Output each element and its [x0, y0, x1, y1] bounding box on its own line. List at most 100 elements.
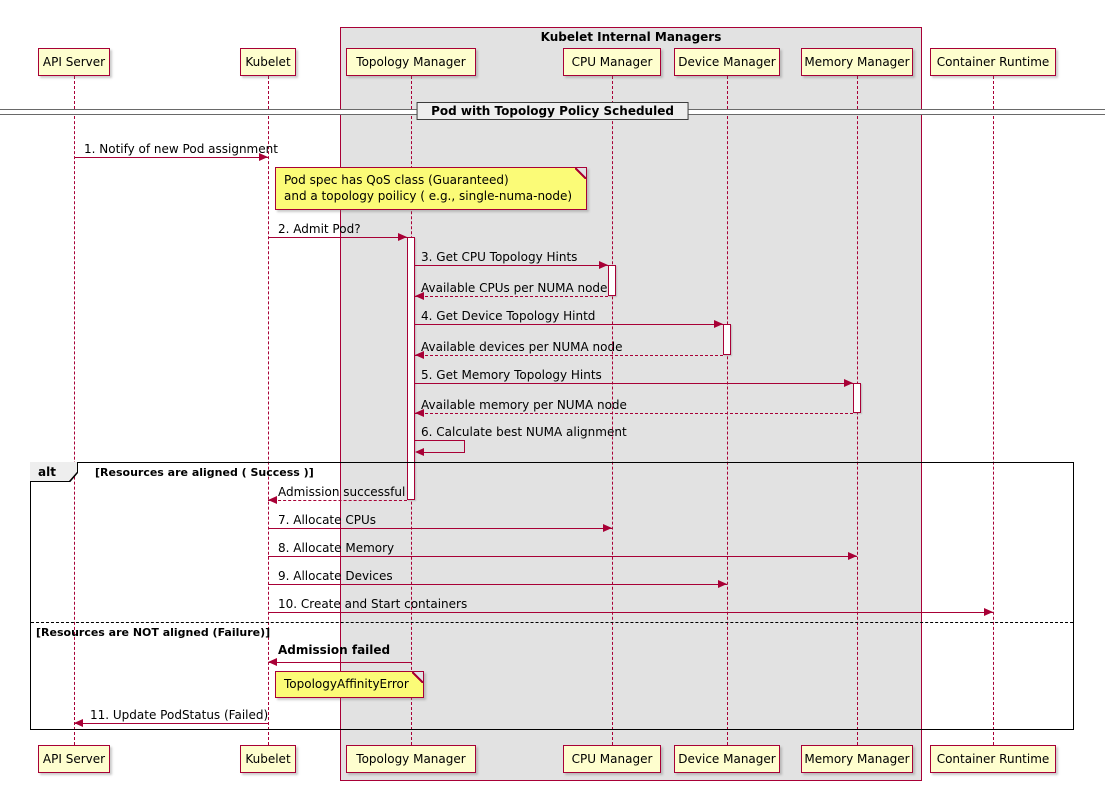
- message-5-arrow: [415, 383, 853, 384]
- participant-topology-manager-top: Topology Manager: [346, 48, 476, 76]
- lifeline-device-manager: [727, 76, 728, 745]
- activation-memory-manager: [853, 383, 861, 413]
- participant-api-server-bottom: API Server: [38, 745, 110, 773]
- message-10-arrow: [268, 612, 993, 613]
- note-affinity-error-text: TopologyAffinityError: [284, 677, 409, 691]
- participant-cpu-manager-bottom: CPU Manager: [563, 745, 661, 773]
- arrowhead-left-icon: [415, 448, 424, 456]
- participant-container-runtime-bottom: Container Runtime: [930, 745, 1056, 773]
- participant-api-server-top: API Server: [38, 48, 110, 76]
- lifeline-cpu-manager: [612, 76, 613, 745]
- message-4-arrow: [415, 324, 723, 325]
- alt-tab: alt: [30, 462, 78, 482]
- message-6-self-arrow-bottom: [424, 452, 465, 453]
- message-4-label: 4. Get Device Topology Hintd: [421, 309, 596, 323]
- arrowhead-right-icon: [259, 153, 268, 161]
- note-fold-icon: [411, 672, 423, 683]
- note-pod-spec: Pod spec has QoS class (Guaranteed) and …: [275, 167, 588, 210]
- participant-label: Container Runtime: [936, 55, 1050, 69]
- message-10-label: 10. Create and Start containers: [278, 597, 468, 611]
- participant-device-manager-top: Device Manager: [674, 48, 780, 76]
- participant-label: Memory Manager: [804, 752, 910, 766]
- activation-cpu-manager: [608, 265, 616, 296]
- participant-label: CPU Manager: [571, 55, 653, 69]
- arrowhead-right-icon: [398, 233, 407, 241]
- participant-kubelet-top: Kubelet: [240, 48, 296, 76]
- arrowhead-left-icon: [268, 658, 277, 666]
- return-5-arrow: [415, 413, 853, 414]
- message-1-arrow: [74, 157, 268, 158]
- alt-tab-label: alt: [30, 462, 77, 481]
- lifeline-container-runtime: [993, 76, 994, 745]
- return-5-label: Available memory per NUMA node: [421, 398, 627, 412]
- message-6-label: 6. Calculate best NUMA alignment: [421, 425, 627, 439]
- participant-memory-manager-top: Memory Manager: [801, 48, 913, 76]
- arrowhead-right-icon: [844, 379, 853, 387]
- message-3-label: 3. Get CPU Topology Hints: [421, 250, 578, 264]
- participant-label: API Server: [42, 752, 106, 766]
- arrowhead-right-icon: [848, 552, 857, 560]
- alt-frame: [30, 462, 1074, 730]
- arrowhead-left-icon: [415, 351, 424, 359]
- return-3-arrow: [415, 296, 608, 297]
- note-pod-spec-line2: and a topology poilicy ( e.g., single-nu…: [284, 189, 573, 203]
- participant-container-runtime-top: Container Runtime: [930, 48, 1056, 76]
- lifeline-kubelet: [268, 76, 269, 745]
- note-pod-spec-line1: Pod spec has QoS class (Guaranteed): [284, 173, 509, 187]
- arrowhead-right-icon: [718, 580, 727, 588]
- participant-label: Kubelet: [245, 55, 291, 69]
- divider-label: Pod with Topology Policy Scheduled: [416, 102, 689, 120]
- alt-failure-condition: [Resources are NOT aligned (Failure)]: [36, 626, 271, 639]
- message-7-label: 7. Allocate CPUs: [278, 513, 376, 527]
- return-4-label: Available devices per NUMA node: [421, 340, 623, 354]
- admission-failed-arrow: [268, 662, 411, 663]
- participant-label: Kubelet: [245, 752, 291, 766]
- message-9-label: 9. Allocate Devices: [278, 569, 393, 583]
- participant-label: Topology Manager: [356, 752, 466, 766]
- arrowhead-right-icon: [603, 524, 612, 532]
- message-9-arrow: [268, 584, 727, 585]
- arrowhead-left-icon: [268, 496, 277, 504]
- participant-topology-manager-bottom: Topology Manager: [346, 745, 476, 773]
- activation-topology-manager: [407, 237, 415, 500]
- participant-label: Container Runtime: [936, 752, 1050, 766]
- return-4-arrow: [415, 355, 723, 356]
- participant-label: Device Manager: [678, 752, 776, 766]
- arrowhead-left-icon: [415, 292, 424, 300]
- alt-success-condition: [Resources are aligned ( Success )]: [95, 466, 314, 479]
- participant-label: Memory Manager: [804, 55, 910, 69]
- admission-success-label: Admission successful: [278, 485, 406, 499]
- participant-label: Topology Manager: [356, 55, 466, 69]
- participant-memory-manager-bottom: Memory Manager: [801, 745, 913, 773]
- message-2-label: 2. Admit Pod?: [278, 222, 361, 236]
- message-7-arrow: [268, 528, 612, 529]
- arrowhead-right-icon: [599, 261, 608, 269]
- message-2-arrow: [268, 237, 407, 238]
- participant-label: API Server: [42, 55, 106, 69]
- message-8-arrow: [268, 556, 857, 557]
- group-box-title: Kubelet Internal Managers: [540, 30, 722, 44]
- note-topology-affinity-error: TopologyAffinityError: [275, 671, 424, 698]
- participant-device-manager-bottom: Device Manager: [674, 745, 780, 773]
- participant-label: CPU Manager: [571, 752, 653, 766]
- alt-else-divider: [31, 622, 1073, 623]
- message-11-arrow: [74, 723, 268, 724]
- note-fold-icon: [575, 168, 587, 179]
- message-1-label: 1. Notify of new Pod assignment: [84, 142, 278, 156]
- lifeline-api-server: [74, 76, 75, 745]
- participant-kubelet-bottom: Kubelet: [240, 745, 296, 773]
- activation-device-manager: [723, 324, 731, 355]
- participant-label: Device Manager: [678, 55, 776, 69]
- message-5-label: 5. Get Memory Topology Hints: [421, 368, 602, 382]
- arrowhead-right-icon: [714, 320, 723, 328]
- arrowhead-left-icon: [74, 719, 83, 727]
- message-11-label: 11. Update PodStatus (Failed): [90, 708, 269, 722]
- group-box-kubelet-internal-managers: [340, 27, 922, 781]
- return-3-label: Available CPUs per NUMA node: [421, 281, 608, 295]
- arrowhead-left-icon: [415, 409, 424, 417]
- participant-cpu-manager-top: CPU Manager: [563, 48, 661, 76]
- message-6-self-arrow: [415, 440, 465, 452]
- message-3-arrow: [415, 265, 608, 266]
- admission-failed-label: Admission failed: [278, 643, 391, 657]
